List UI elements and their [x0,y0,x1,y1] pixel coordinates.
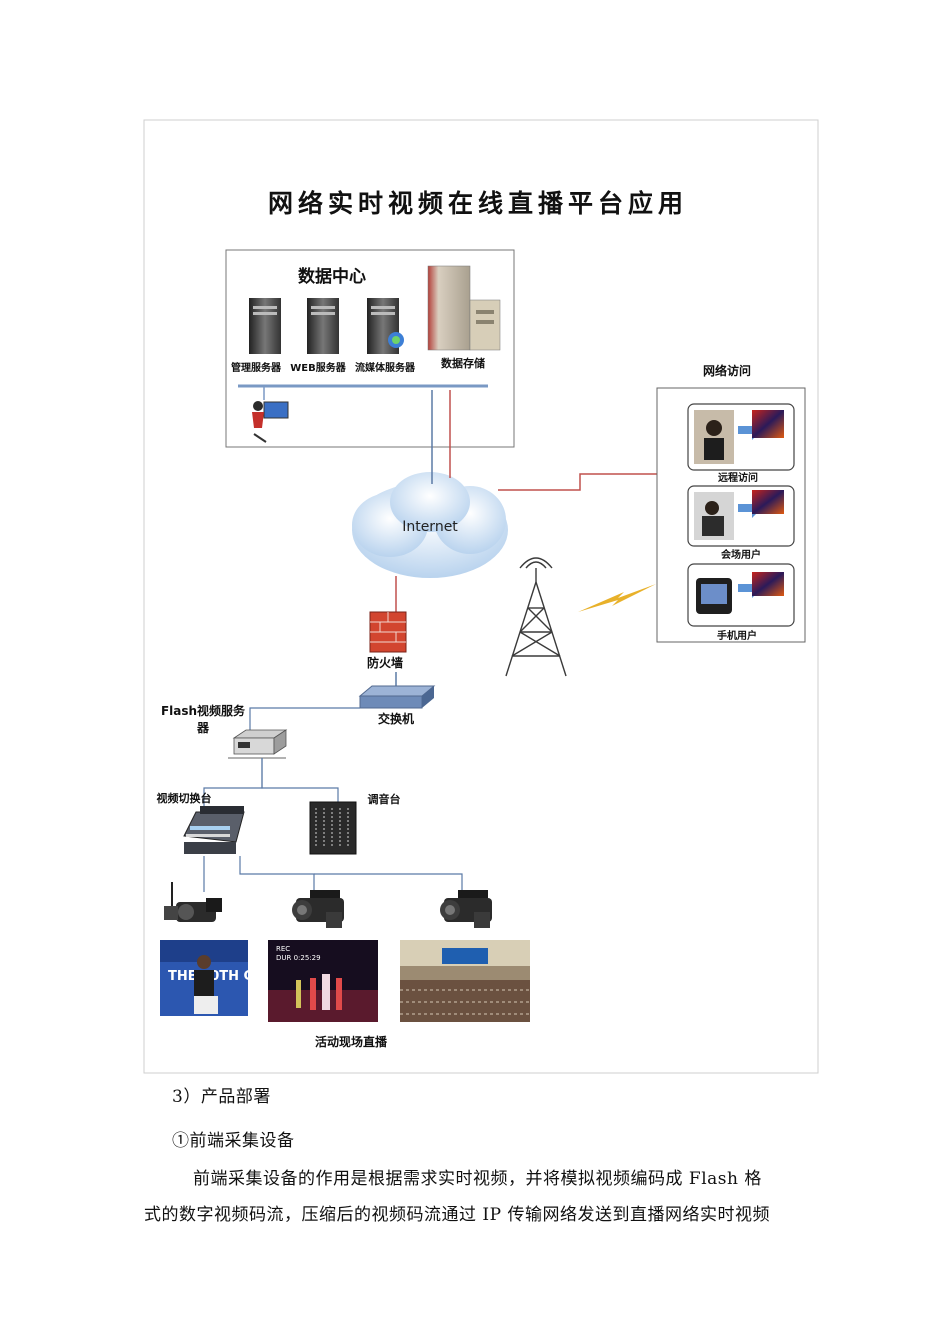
video-switcher-label: 视频切换台 [157,791,212,805]
video-switcher-icon [183,806,245,854]
firewall-label: 防火墙 [367,655,403,670]
section-heading: 3）产品部署 [172,1087,271,1107]
camera-icon-3 [440,890,492,928]
flash-server-label-2: 器 [196,721,210,735]
operator-icon [252,401,289,443]
switch-label: 交换机 [378,711,414,726]
internet-cloud-icon [352,472,508,578]
remote-access-label: 远程访问 [718,471,758,484]
live-streaming-diagram: 网络实时视频在线直播平台应用 数据中心 管理服务器 WEB服务器 流媒体服务器 … [143,119,819,1074]
server-label-web: WEB服务器 [290,361,346,374]
storage-label: 数据存储 [441,356,485,370]
venue-user-card [687,485,795,547]
flash-server-label-1: Flash视频服务 [161,703,246,718]
event-photo-1: THE 10TH C [160,940,253,1016]
flash-server-icon [232,729,288,755]
access-label: 网络访问 [703,363,751,378]
event-photo-2: REC DUR 0:25:29 [268,940,378,1022]
paragraph-line-2: 式的数字视频码流，压缩后的视频码流通过 IP 传输网络发送到直播网络实时视频 [144,1205,770,1225]
wireless-bolt-icon [578,584,656,612]
cell-tower-icon [505,557,567,677]
event-photo-3 [400,940,530,1022]
photo-2-dur-text: DUR 0:25:29 [276,954,321,962]
management-server-icon [249,298,281,354]
streaming-server-icon [367,298,404,354]
server-label-management: 管理服务器 [231,361,282,374]
camera-icon-1 [164,882,222,922]
firewall-icon [369,611,407,653]
remote-access-card [687,403,795,471]
diagram-title: 网络实时视频在线直播平台应用 [268,189,688,218]
photo-2-rec-text: REC [276,945,290,953]
camera-icon-2 [292,890,344,928]
internet-label: Internet [402,519,458,535]
storage-icon [427,265,501,351]
venue-user-label: 会场用户 [721,548,761,561]
mixer-label: 调音台 [368,792,401,806]
audio-mixer-icon [309,801,357,855]
live-event-label: 活动现场直播 [315,1034,388,1049]
web-server-icon [307,298,339,354]
switch-icon [358,685,436,709]
paragraph-line-1: 前端采集设备的作用是根据需求实时视频，并将模拟视频编码成 Flash 格 [193,1169,762,1189]
mobile-user-label: 手机用户 [717,629,757,642]
data-center-label: 数据中心 [298,266,366,287]
server-label-streaming: 流媒体服务器 [355,361,416,374]
subheading: ①前端采集设备 [172,1131,295,1151]
mobile-user-card [687,563,795,627]
